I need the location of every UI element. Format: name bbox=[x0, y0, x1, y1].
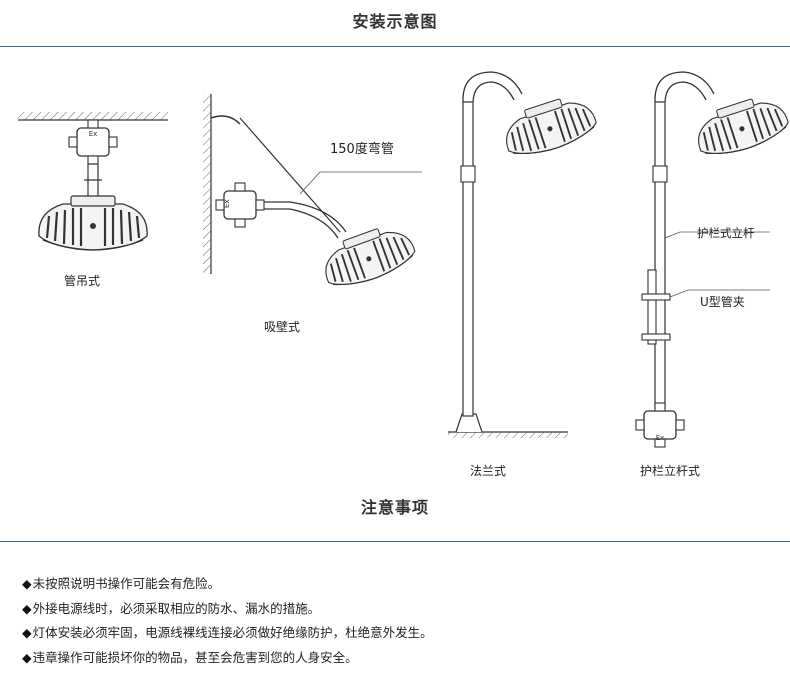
note-item: ◆违章操作可能损坏你的物品，甚至会危害到您的人身安全。 bbox=[22, 646, 433, 671]
note-item: ◆未按照说明书操作可能会有危险。 bbox=[22, 572, 433, 597]
wall-box-marking: Ex bbox=[223, 199, 231, 208]
ceiling-box-marking: Ex bbox=[89, 130, 98, 138]
label-flange-mount: 法兰式 bbox=[470, 464, 507, 478]
notes-list: ◆未按照说明书操作可能会有危险。 ◆外接电源线时，必须采取相应的防水、漏水的措施… bbox=[22, 572, 433, 670]
bullet-icon: ◆ bbox=[22, 649, 32, 665]
note-text: 未按照说明书操作可能会有危险。 bbox=[32, 576, 221, 591]
callout-clamp: U型管夹 bbox=[700, 295, 745, 309]
bullet-icon: ◆ bbox=[22, 600, 32, 616]
notes-divider bbox=[0, 541, 790, 542]
callout-pole: 护栏式立杆 bbox=[697, 226, 755, 240]
ceiling-mount-figure: Ex bbox=[18, 112, 168, 252]
callout-elbow: 150度弯管 bbox=[330, 142, 394, 157]
guardrail-box-marking: Ex bbox=[656, 434, 665, 442]
note-text: 灯体安装必须牢固，电源线裸线连接必须做好绝缘防护，杜绝意外发生。 bbox=[32, 625, 433, 640]
label-guardrail-mount: 护栏立杆式 bbox=[640, 464, 701, 478]
note-text: 违章操作可能损坏你的物品，甚至会危害到您的人身安全。 bbox=[32, 649, 358, 665]
bullet-icon: ◆ bbox=[22, 576, 32, 591]
label-ceiling-mount: 管吊式 bbox=[64, 274, 101, 288]
label-wall-mount: 吸壁式 bbox=[264, 320, 301, 334]
flange-mount-figure bbox=[448, 71, 601, 438]
wall-mount-figure: Ex bbox=[203, 94, 422, 295]
title-divider bbox=[0, 46, 790, 47]
bullet-icon: ◆ bbox=[22, 625, 32, 640]
note-item: ◆外接电源线时，必须采取相应的防水、漏水的措施。 bbox=[22, 597, 433, 622]
guardrail-mount-figure: Ex bbox=[635, 71, 790, 448]
page-title: 安装示意图 bbox=[352, 12, 438, 31]
note-item: ◆灯体安装必须牢固，电源线裸线连接必须做好绝缘防护，杜绝意外发生。 bbox=[22, 621, 433, 646]
note-text: 外接电源线时，必须采取相应的防水、漏水的措施。 bbox=[32, 600, 321, 616]
notes-title: 注意事项 bbox=[360, 498, 429, 517]
